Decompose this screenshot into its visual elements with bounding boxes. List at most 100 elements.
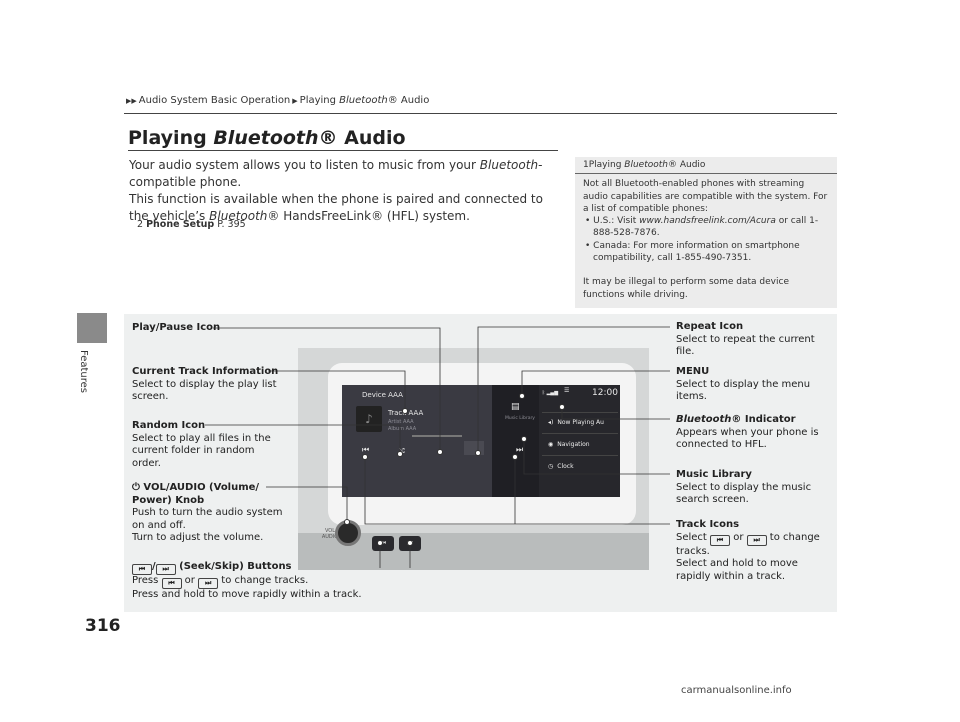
callout-random-desc: Select to play all files in the current …: [132, 432, 271, 469]
menu-now-playing-label: Now Playing Au: [557, 419, 604, 426]
menu-clock-label: Clock: [557, 463, 574, 470]
callout-current-track-desc: Select to display the play list screen.: [132, 378, 277, 403]
section-label: Features: [78, 350, 89, 393]
seek-forward-button[interactable]: ⏭: [399, 536, 421, 551]
intro-1-post: -compatible phone.: [129, 158, 543, 189]
title-post: ® Audio: [318, 127, 406, 149]
note-icon: 1: [583, 160, 589, 170]
skip-forward-icon: ⏭: [155, 564, 176, 575]
callout-seek-buttons: ⏮/⏭ (Seek/Skip) Buttons Press ⏮ or ⏭ to …: [132, 561, 392, 602]
note-head-italic: Bluetooth: [624, 160, 668, 170]
intro-1-pre: Your audio system allows you to listen t…: [129, 158, 480, 172]
menu-separator: [542, 412, 618, 413]
skip-back-icon: ⏮: [132, 564, 152, 575]
xref-label[interactable]: Phone Setup: [146, 219, 215, 230]
note-head-pre: Playing: [588, 160, 625, 170]
seek-d1-pre: Press: [132, 575, 162, 586]
callout-bluetooth: Bluetooth® Indicator Appears when your p…: [676, 414, 826, 452]
callout-bluetooth-heading: Bluetooth® Indicator: [676, 414, 826, 427]
section-tab-marker: [77, 313, 107, 343]
seek-back-button[interactable]: ⏮: [372, 536, 394, 551]
breadcrumb-separator-icon: ▶: [292, 97, 298, 105]
bt-h-italic: Bluetooth: [676, 414, 732, 425]
music-library-label: Music Library: [505, 416, 535, 421]
bt-h-post: ® Indicator: [731, 414, 796, 425]
bluetooth-indicator-icon: ᛒ ▂▄▆: [542, 390, 559, 396]
vol-audio-knob[interactable]: [335, 520, 361, 546]
random-icon[interactable]: ⤮: [399, 447, 405, 455]
navigation-icon: ◉: [548, 441, 554, 448]
callout-menu-desc: Select to display the menu items.: [676, 378, 811, 403]
menu-now-playing[interactable]: ◂)Now Playing Au: [548, 415, 618, 430]
title-pre: Playing: [128, 127, 214, 149]
callout-seek-heading: ⏮/⏭ (Seek/Skip) Buttons: [132, 561, 392, 575]
xref-page: P. 395: [214, 219, 246, 230]
breadcrumb: ▶▶Audio System Basic Operation▶Playing B…: [124, 95, 429, 106]
breadcrumb-part-2-pre: Playing: [299, 95, 340, 106]
title-divider: [128, 150, 558, 151]
menu-icon[interactable]: ☰: [564, 387, 570, 394]
menu-navigation-label: Navigation: [557, 441, 590, 448]
callout-random-heading: Random Icon: [132, 420, 206, 431]
callout-repeat-desc: Select to repeat the current file.: [676, 333, 815, 358]
note-b1-link[interactable]: www.handsfreelink.com/Acura: [639, 216, 776, 227]
artist-name: Artist AAA: [388, 419, 414, 425]
callout-seek-desc-2: Press and hold to move rapidly within a …: [132, 589, 362, 600]
callout-track-heading: Track Icons: [676, 519, 740, 530]
menu-clock[interactable]: ◷Clock: [548, 459, 618, 474]
cross-reference[interactable]: 2 Phone Setup P. 395: [137, 219, 246, 230]
head-unit-illustration: Device AAA ♪ Track AAA Artist AAA Album …: [298, 348, 649, 570]
speaker-icon: ◂): [548, 419, 554, 426]
note-paragraph-2: It may be illegal to perform some data d…: [583, 277, 789, 300]
page-number: 316: [85, 616, 121, 636]
music-library-button[interactable]: ▤ Music Library: [505, 402, 535, 432]
callout-track-icons: Track Icons Select ⏮ or ⏭ to change trac…: [676, 519, 826, 583]
callout-current-track: Current Track Information Select to disp…: [132, 366, 282, 404]
note-heading: 1Playing Bluetooth® Audio: [583, 159, 829, 171]
library-icon: ▤: [511, 402, 520, 412]
callout-play-pause-heading: Play/Pause Icon: [132, 322, 221, 333]
menu-separator: [542, 455, 618, 456]
intro-paragraph-1: Your audio system allows you to listen t…: [129, 157, 559, 191]
skip-back-icon[interactable]: ⏮: [362, 445, 370, 454]
intro-paragraph-2: This function is available when the phon…: [129, 191, 559, 225]
clock: 12:00: [592, 388, 618, 398]
intro-2-italic: Bluetooth: [209, 209, 268, 223]
callout-current-track-heading: Current Track Information: [132, 366, 279, 377]
callout-vol-desc-2: Turn to adjust the volume.: [132, 532, 264, 543]
skip-forward-icon[interactable]: ⏭: [516, 445, 524, 454]
album-art: ♪: [356, 406, 382, 432]
breadcrumb-part-1[interactable]: Audio System Basic Operation: [138, 95, 291, 106]
note-b2: Canada: For more information on smartpho…: [593, 240, 800, 264]
track-d1-mid: or: [730, 531, 747, 543]
callout-track-desc-2: Select and hold to move rapidly within a…: [676, 558, 798, 582]
device-name: Device AAA: [362, 391, 403, 399]
callout-vol-desc-1: Push to turn the audio system on and off…: [132, 507, 283, 531]
callout-vol-knob: ⏻ VOL/AUDIO (Volume/ Power) Knob Push to…: [132, 482, 292, 545]
callout-play-pause: Play/Pause Icon: [132, 322, 220, 335]
callout-music-library-heading: Music Library: [676, 469, 752, 480]
intro-2-post: ® HandsFreeLink® (HFL) system.: [267, 209, 470, 223]
track-d1-pre: Select: [676, 531, 711, 543]
skip-forward-icon: ⏭: [746, 534, 767, 546]
callout-seek-desc-1: Press ⏮ or ⏭ to change tracks.: [132, 575, 392, 589]
track-d1-post: to change tracks.: [676, 531, 820, 557]
callout-random: Random Icon Select to play all files in …: [132, 420, 282, 470]
xref-arrow-icon: 2: [137, 219, 144, 230]
note-b1-post: or call 1-888-528-7876.: [593, 216, 819, 239]
note-divider: [575, 173, 837, 175]
skip-back-icon: ⏮: [710, 534, 731, 546]
progress-bar[interactable]: [412, 435, 462, 437]
vol-knob-label: VOL AUDIO: [321, 528, 339, 540]
note-bullet-us: • U.S.: Visit www.handsfreelink.com/Acur…: [585, 216, 819, 239]
clock-icon: ◷: [548, 463, 554, 470]
intro-2-pre: This function is available when the phon…: [129, 192, 543, 223]
intro-text: Your audio system allows you to listen t…: [129, 157, 559, 225]
menu-navigation[interactable]: ◉Navigation: [548, 437, 618, 452]
play-pause-icon[interactable]: ⏸: [438, 447, 442, 455]
header-divider: [124, 113, 837, 114]
track-name[interactable]: Track AAA: [388, 409, 424, 417]
callout-bluetooth-desc: Appears when your phone is connected to …: [676, 426, 819, 451]
note-head-post: ® Audio: [668, 160, 706, 170]
breadcrumb-part-2-post: ® Audio: [387, 95, 430, 106]
